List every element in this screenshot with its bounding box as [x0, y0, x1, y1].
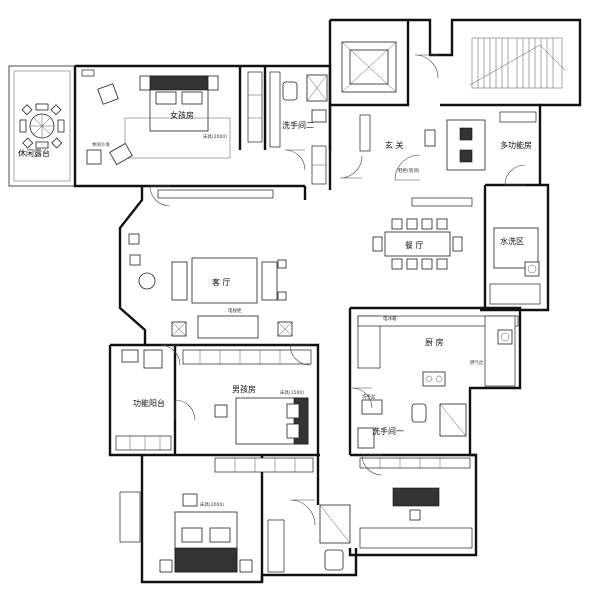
room-label-water: 水洗区 — [500, 236, 524, 246]
note-washbasin: 洗手盆 — [362, 393, 376, 400]
room-label-washroom-one: 洗手间一 — [372, 426, 404, 436]
boy-room-furniture — [182, 349, 312, 445]
kitchen-fixtures — [357, 315, 519, 387]
room-label-living: 客 厅 — [212, 277, 231, 287]
note-bed-boy: 床具(1500) — [280, 389, 304, 396]
room-label-balcony: 功能阳台 — [133, 398, 165, 408]
note-sofa: 休闲沙发 — [92, 141, 110, 148]
room-label-washroom-two: 洗手间二 — [282, 120, 314, 130]
master-bedroom-furniture — [119, 457, 316, 573]
multi-room-furniture — [446, 111, 537, 186]
terrace-table — [19, 103, 65, 149]
room-label-girl: 女孩房 — [170, 110, 194, 120]
water-area-fixtures — [489, 227, 541, 305]
note-fridge: 电冰箱 — [383, 315, 397, 322]
note-shoe-cabinet: 鞋柜(到顶) — [398, 167, 420, 174]
washroom-one-fixtures — [357, 399, 467, 449]
room-label-boy: 男孩房 — [232, 384, 256, 394]
function-balcony-fixtures — [115, 349, 172, 451]
living-furniture — [128, 189, 293, 339]
stairwell — [341, 37, 566, 93]
room-label-multi: 多功能房 — [500, 140, 532, 150]
study-furniture — [319, 457, 473, 571]
note-gas-stove: 燃气灶 — [470, 359, 484, 366]
foyer-fixtures — [311, 114, 436, 185]
room-label-foyer: 玄 关 — [385, 140, 404, 150]
room-label-dining: 餐 厅 — [405, 241, 424, 250]
door-swings — [149, 185, 383, 476]
note-bed-master: 床具(2000) — [200, 501, 224, 508]
room-label-terrace: 休闲露台 — [18, 148, 50, 158]
note-tv-cabinet: 电视柜 — [228, 307, 242, 314]
dining-furniture — [372, 197, 473, 270]
girl-room-furniture — [81, 69, 263, 166]
note-bed-small: 床具(2000) — [203, 133, 227, 140]
washroom-two-fixtures — [269, 71, 328, 171]
room-label-kitchen: 厨 房 — [425, 337, 444, 347]
